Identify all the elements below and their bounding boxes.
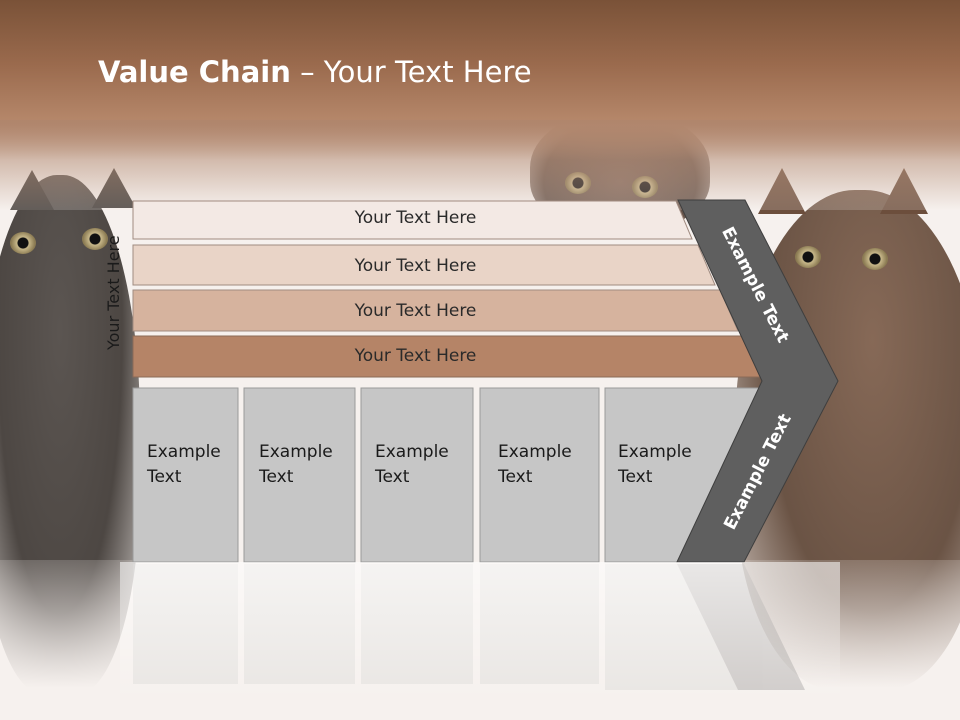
page-title: Value Chain – Your Text Here [98, 55, 532, 89]
cat-eye [82, 228, 108, 250]
activity-box[interactable] [243, 387, 356, 563]
row-label: Your Text Here [354, 301, 477, 321]
activity-line2: Text [259, 467, 294, 487]
activity-line2: Text [498, 467, 533, 487]
activity-line1: Example [498, 442, 572, 462]
cat-eye [862, 248, 888, 270]
activity-line1: Example [259, 442, 333, 462]
row-label: Your Text Here [354, 256, 477, 276]
activity-box[interactable] [360, 387, 474, 563]
activity-line2: Text [147, 467, 182, 487]
row-bar[interactable] [132, 289, 739, 332]
row-label: Your Text Here [354, 346, 477, 366]
row-bar[interactable] [132, 200, 693, 240]
activity-box[interactable] [479, 387, 600, 563]
header-fade [0, 120, 960, 210]
row-bar[interactable] [132, 244, 716, 286]
title-rest: – Your Text Here [290, 55, 532, 89]
activity-line2: Text [375, 467, 410, 487]
cat-eye [10, 232, 36, 254]
cat-eye [795, 246, 821, 268]
activity-line2: Text [618, 467, 653, 487]
activity-line1: Example [618, 442, 692, 462]
activity-line1: Example [375, 442, 449, 462]
activity-box[interactable] [132, 387, 239, 563]
title-bold: Value Chain [98, 55, 291, 89]
activity-line1: Example [147, 442, 221, 462]
row-label: Your Text Here [354, 208, 477, 228]
